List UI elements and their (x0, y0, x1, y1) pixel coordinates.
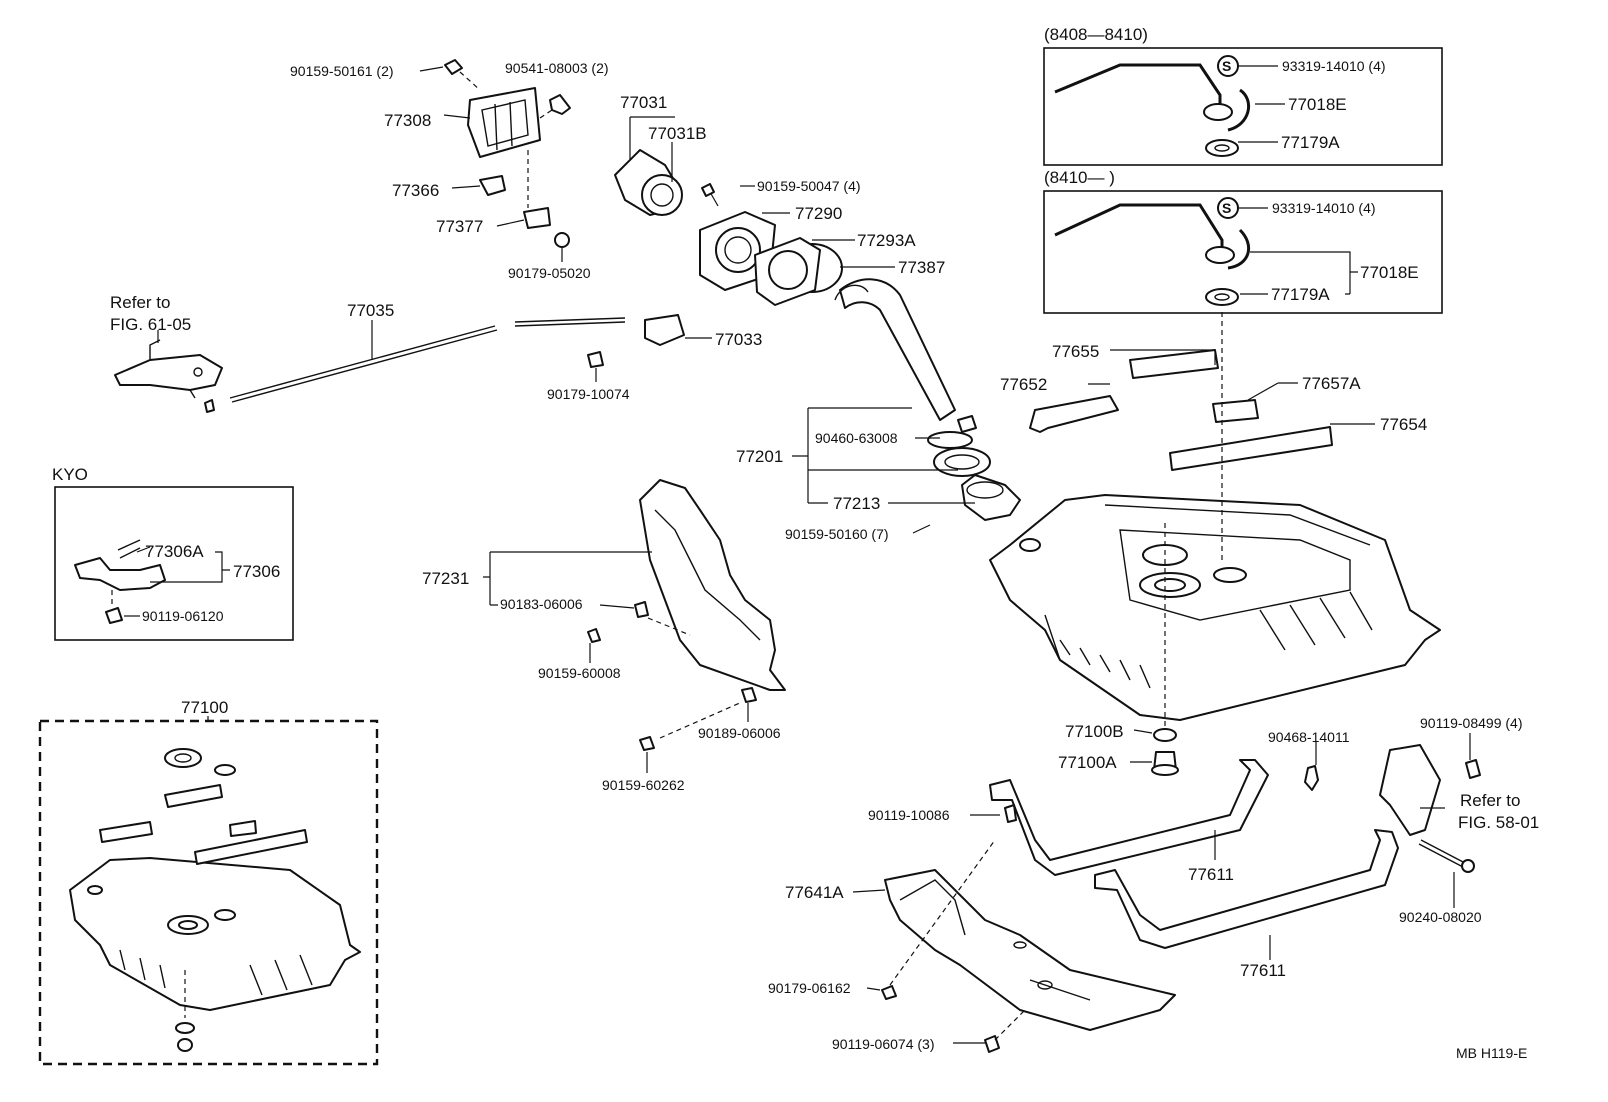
callout-77293a: 77293A (857, 231, 916, 250)
callout-labels: 90159-50161 (2) 90541-08003 (2) 77308 77… (52, 25, 1539, 1061)
fuel-lid-opener (444, 59, 571, 248)
callout-77033: 77033 (715, 330, 762, 349)
kyo-title: KYO (52, 465, 88, 484)
inset-a-box (1043, 47, 1443, 166)
inset-a-callout-93319: 93319-14010 (4) (1282, 58, 1386, 74)
callout-77100b: 77100B (1065, 722, 1124, 741)
callout-90541-08003: 90541-08003 (2) (505, 60, 609, 76)
callout-77611-upper: 77611 (1188, 865, 1234, 884)
callout-90119-08499: 90119-08499 (4) (1420, 715, 1522, 731)
inset-b-callout-77179a: 77179A (1271, 285, 1330, 304)
tank-straps (989, 759, 1399, 949)
inset-b-callout-93319: 93319-14010 (4) (1272, 200, 1376, 216)
callout-90189-06006: 90189-06006 (698, 725, 781, 741)
callout-77290: 77290 (795, 204, 842, 223)
callout-90119-06074: 90119-06074 (3) (832, 1036, 934, 1052)
inset-b-callout-77018e: 77018E (1360, 263, 1419, 282)
callout-77100a: 77100A (1058, 753, 1117, 772)
inset-a-callout-77018e: 77018E (1288, 95, 1347, 114)
fuel-tank (989, 494, 1441, 721)
refer-top-line1: Refer to (110, 293, 170, 312)
callout-90159-50161: 90159-50161 (2) (290, 63, 394, 79)
callout-90159-50047: 90159-50047 (4) (757, 178, 861, 194)
inset-a-title: (8408—8410) (1044, 25, 1148, 44)
strap-bracket (1304, 744, 1481, 873)
drain-plug (1151, 728, 1179, 776)
callout-77641a: 77641A (785, 883, 844, 902)
callout-90159-50160: 90159-50160 (7) (785, 526, 889, 542)
callout-77213: 77213 (833, 494, 880, 513)
inset-b-sender (1054, 203, 1250, 306)
refer-bottom-line1: Refer to (1460, 791, 1520, 810)
refer-top-line2: FIG. 61-05 (110, 315, 191, 334)
callout-77201: 77201 (736, 447, 783, 466)
heat-shield (587, 479, 786, 751)
filler-pipe (781, 243, 1021, 521)
callout-90119-10086: 90119-10086 (868, 807, 950, 823)
refer-bottom-line2: FIG. 58-01 (1458, 813, 1539, 832)
inset-a-callout-77179a: 77179A (1281, 133, 1340, 152)
leader-lines (124, 65, 1471, 1044)
callout-77308: 77308 (384, 111, 431, 130)
callout-77031: 77031 (620, 93, 667, 112)
callout-90179-10074: 90179-10074 (547, 386, 630, 402)
callout-77652: 77652 (1000, 375, 1047, 394)
callout-90183-06006: 90183-06006 (500, 596, 583, 612)
inset-a-sender (1054, 63, 1250, 157)
callout-90159-60008: 90159-60008 (538, 665, 621, 681)
callout-77366: 77366 (392, 181, 439, 200)
callout-77031b: 77031B (648, 124, 707, 143)
kyo-lock-assembly (74, 539, 166, 624)
tank-protector (881, 839, 1176, 1053)
callout-90468-14011: 90468-14011 (1268, 729, 1350, 745)
kyo-callout-90119-06120: 90119-06120 (142, 608, 224, 624)
inset-a-s-mark: S (1222, 58, 1231, 74)
filler-plates (699, 183, 821, 306)
opener-lever (114, 339, 223, 399)
pads (1029, 349, 1333, 471)
callout-77611-lower: 77611 (1240, 961, 1286, 980)
callout-77387: 77387 (898, 258, 945, 277)
kyo-callout-77306: 77306 (233, 562, 280, 581)
callout-77654: 77654 (1380, 415, 1427, 434)
diagram-code: MB H119-E (1456, 1045, 1527, 1061)
kyo-inset-box (54, 486, 294, 641)
filler-cap (614, 116, 683, 216)
callout-77231: 77231 (422, 569, 469, 588)
callout-90159-60262: 90159-60262 (602, 777, 685, 793)
callout-90460-63008: 90460-63008 (815, 430, 898, 446)
callout-90179-05020: 90179-05020 (508, 265, 591, 281)
callout-77035: 77035 (347, 301, 394, 320)
callout-77657a: 77657A (1302, 374, 1361, 393)
callout-77377: 77377 (436, 217, 483, 236)
kyo-callout-77306a: 77306A (145, 542, 204, 561)
inset-b-s-mark: S (1222, 200, 1231, 216)
fuel-tank-assembly-small (69, 748, 361, 1052)
callout-90240-08020: 90240-08020 (1399, 909, 1482, 925)
inset-b-box (1043, 190, 1443, 314)
callout-77655: 77655 (1052, 342, 1099, 361)
callout-90179-06162: 90179-06162 (768, 980, 851, 996)
callout-77100: 77100 (181, 698, 228, 717)
opener-cable (204, 314, 685, 413)
inset-b-title: (8410— ) (1044, 168, 1115, 187)
